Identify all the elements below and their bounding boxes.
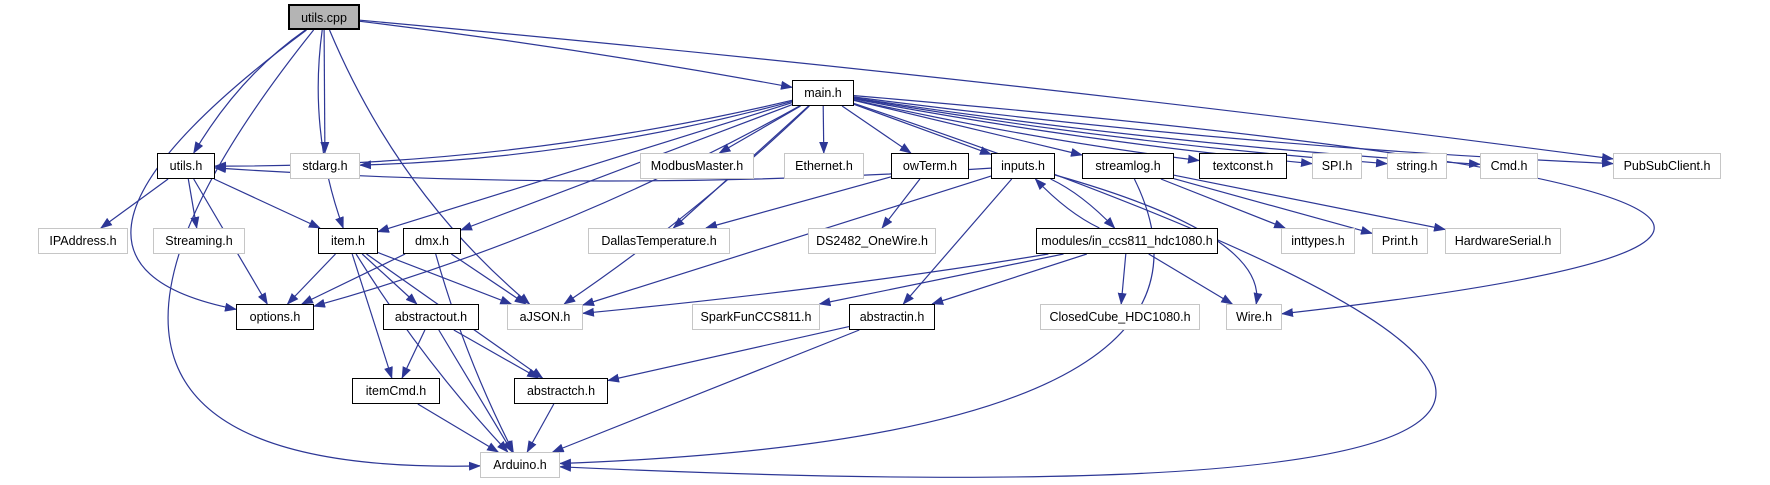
edge-abstractout-h-to-itemcmd-h bbox=[401, 329, 426, 379]
edge-modules-in-ccs811-hdc1080-h-to-abstractin-h bbox=[931, 253, 1087, 305]
edge-utils-h-to-streaming-h bbox=[187, 178, 200, 229]
edge-utils-cpp-to-pubsubclient-h bbox=[359, 19, 1614, 162]
edge-utils-h-to-item-h bbox=[213, 178, 321, 229]
edge-modules-in-ccs811-hdc1080-h-to-wire-h bbox=[1148, 253, 1234, 305]
edge-owterm-h-to-ds2482-onewire-h bbox=[881, 178, 921, 229]
node-inputs-h[interactable]: inputs.h bbox=[991, 153, 1055, 179]
edge-streamlog-h-to-hardwareserial-h bbox=[1173, 174, 1446, 232]
node-dallastemperature-h[interactable]: DallasTemperature.h bbox=[588, 228, 730, 254]
edge-main-h-to-textconst-h bbox=[853, 99, 1200, 164]
node-item-h[interactable]: item.h bbox=[318, 228, 378, 254]
edge-main-h-to-ethernet-h bbox=[819, 105, 829, 154]
node-closedcube-hdc1080-h[interactable]: ClosedCube_HDC1080.h bbox=[1040, 304, 1200, 330]
node-ds2482-onewire-h[interactable]: DS2482_OneWire.h bbox=[808, 228, 936, 254]
edge-item-h-to-arduino-h bbox=[355, 253, 509, 453]
node-utils-cpp[interactable]: utils.cpp bbox=[288, 4, 360, 30]
node-ajson-h[interactable]: aJSON.h bbox=[507, 304, 583, 330]
edge-item-h-to-options-h bbox=[286, 253, 336, 305]
edge-item-h-to-ajson-h bbox=[377, 252, 513, 305]
edge-abstractin-h-to-abstractch-h bbox=[607, 326, 850, 383]
node-ethernet-h[interactable]: Ethernet.h bbox=[784, 153, 864, 179]
node-abstractin-h[interactable]: abstractin.h bbox=[849, 304, 935, 330]
node-hardwareserial-h[interactable]: HardwareSerial.h bbox=[1445, 228, 1561, 254]
node-main-h[interactable]: main.h bbox=[792, 80, 854, 106]
node-ipaddress-h[interactable]: IPAddress.h bbox=[38, 228, 128, 254]
edge-main-h-to-wire-h bbox=[853, 95, 1655, 318]
node-textconst-h[interactable]: textconst.h bbox=[1199, 153, 1287, 179]
node-modules-in-ccs811-hdc1080-h[interactable]: modules/in_ccs811_hdc1080.h bbox=[1036, 228, 1218, 254]
node-abstractout-h[interactable]: abstractout.h bbox=[383, 304, 479, 330]
edge-modules-in-ccs811-hdc1080-h-to-inputs-h bbox=[1034, 178, 1100, 229]
node-owterm-h[interactable]: owTerm.h bbox=[891, 153, 969, 179]
node-options-h[interactable]: options.h bbox=[236, 304, 314, 330]
node-wire-h[interactable]: Wire.h bbox=[1226, 304, 1282, 330]
node-sparkfunccs811-h[interactable]: SparkFunCCS811.h bbox=[692, 304, 820, 330]
node-print-h[interactable]: Print.h bbox=[1372, 228, 1428, 254]
node-pubsubclient-h[interactable]: PubSubClient.h bbox=[1613, 153, 1721, 179]
node-utils-h[interactable]: utils.h bbox=[157, 153, 215, 179]
node-arduino-h[interactable]: Arduino.h bbox=[480, 452, 560, 478]
edge-modules-in-ccs811-hdc1080-h-to-closedcube-hdc1080-h bbox=[1117, 253, 1127, 305]
edge-utils-cpp-to-main-h bbox=[359, 20, 793, 90]
edge-main-h-to-streamlog-h bbox=[853, 99, 1083, 157]
node-inttypes-h[interactable]: inttypes.h bbox=[1281, 228, 1355, 254]
edge-itemcmd-h-to-arduino-h bbox=[417, 403, 500, 453]
node-abstractch-h[interactable]: abstractch.h bbox=[514, 378, 608, 404]
edge-streamlog-h-to-inttypes-h bbox=[1160, 178, 1287, 229]
edge-inputs-h-to-modules-in-ccs811-hdc1080-h bbox=[1050, 178, 1116, 229]
edge-utils-cpp-to-utils-h bbox=[193, 29, 306, 154]
node-itemcmd-h[interactable]: itemCmd.h bbox=[352, 378, 440, 404]
node-modbusmaster-h[interactable]: ModbusMaster.h bbox=[640, 153, 754, 179]
edge-main-h-to-ajson-h bbox=[563, 105, 810, 305]
edge-owterm-h-to-dallastemperature-h bbox=[705, 176, 892, 230]
edge-dmx-h-to-ajson-h bbox=[450, 253, 527, 305]
node-spi-h[interactable]: SPI.h bbox=[1312, 153, 1362, 179]
edge-utils-cpp-to-stdarg-h bbox=[320, 29, 330, 154]
edge-item-h-to-abstractout-h bbox=[361, 253, 418, 305]
edge-main-h-to-inputs-h bbox=[853, 103, 992, 155]
node-dmx-h[interactable]: dmx.h bbox=[403, 228, 461, 254]
node-stdarg-h[interactable]: stdarg.h bbox=[290, 153, 360, 179]
edge-main-h-to-modbusmaster-h bbox=[718, 105, 801, 154]
node-cmd-h[interactable]: Cmd.h bbox=[1480, 153, 1538, 179]
edge-streamlog-h-to-print-h bbox=[1173, 178, 1373, 235]
edge-abstractch-h-to-arduino-h bbox=[526, 403, 555, 453]
edge-dmx-h-to-arduino-h bbox=[435, 253, 514, 453]
node-streamlog-h[interactable]: streamlog.h bbox=[1082, 153, 1174, 179]
edge-modules-in-ccs811-hdc1080-h-to-sparkfunccs811-h bbox=[818, 253, 1064, 307]
edge-utils-cpp-to-item-h bbox=[317, 29, 344, 229]
edge-utils-h-to-ipaddress-h bbox=[100, 178, 169, 229]
node-string-h[interactable]: string.h bbox=[1387, 153, 1447, 179]
edge-abstractout-h-to-abstractch-h bbox=[453, 329, 540, 379]
node-streaming-h[interactable]: Streaming.h bbox=[153, 228, 245, 254]
edge-main-h-to-options-h bbox=[313, 105, 800, 308]
edge-main-h-to-owterm-h bbox=[841, 105, 912, 154]
edge-dmx-h-to-options-h bbox=[301, 253, 406, 305]
edge-abstractout-h-to-arduino-h bbox=[438, 329, 513, 453]
